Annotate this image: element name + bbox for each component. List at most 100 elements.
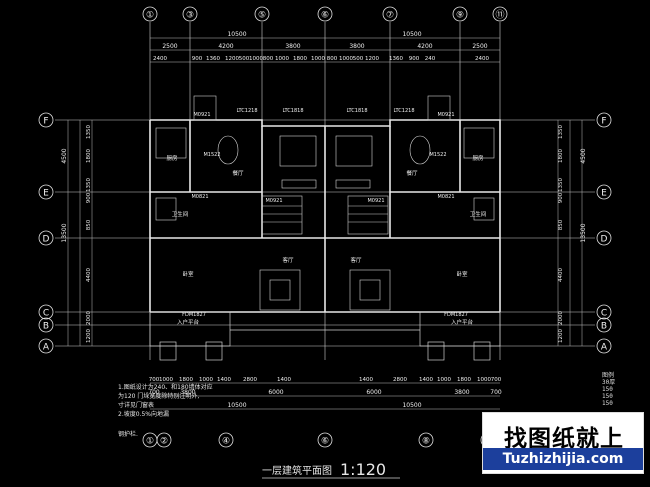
axis-bubble-right: E — [601, 189, 607, 199]
legend-item: 150 — [602, 393, 613, 400]
dim-bottom-row1: 1800 — [179, 377, 193, 383]
dim-top-row2: 3800 — [349, 43, 364, 50]
note-line: 2.坡度0.5%向地漏 — [118, 411, 169, 418]
dim-bottom-row1: 700 — [491, 377, 502, 383]
legend-item: 150 — [602, 400, 613, 407]
dim-top-row3: 1000 — [249, 56, 263, 62]
stairs — [193, 95, 451, 235]
dim-top-row3: 1000 — [311, 56, 325, 62]
axis-bubble-bottom: ① — [146, 437, 154, 447]
dim-top-row3: 1000 — [339, 56, 353, 62]
watermark-text: 找图纸就上 — [504, 426, 624, 452]
window-label: LTC1818 — [346, 108, 367, 114]
dim-right-outer: 13500 — [580, 223, 587, 242]
axis-bubble-bottom: ② — [160, 437, 168, 447]
dim-bottom-row1: 1400 — [359, 377, 373, 383]
axis-bubble-top-circle — [182, 6, 198, 22]
axis-bubble-top: ⑤ — [258, 11, 266, 21]
room-label-living: 客厅 — [350, 256, 362, 264]
window-label: LTC1818 — [282, 108, 303, 114]
dim-right-inner: 4400 — [558, 268, 564, 282]
axis-bubble-right: C — [601, 309, 607, 319]
dim-top-row3: 1200 — [365, 56, 379, 62]
dim-bottom-row1: 2800 — [393, 377, 407, 383]
dim-left-outer: 13500 — [61, 223, 68, 242]
axis-bubble-bottom-circle — [317, 432, 333, 448]
axis-bubble-bottom-circle — [156, 432, 172, 448]
axis-bubble-top-circle — [452, 6, 468, 22]
dim-top-row2: 3800 — [285, 43, 300, 50]
room-labels: 厨房厨房餐厅餐厅卫生间卫生间客厅客厅卧室卧室入户平台入户平台 — [166, 154, 486, 326]
dim-bottom-overall: 10500 — [227, 402, 246, 409]
dim-top-row3: 1000 — [275, 56, 289, 62]
dim-bottom-row1: 1800 — [457, 377, 471, 383]
axis-bubble-bottom-circle — [218, 432, 234, 448]
legend-title: 图例 — [602, 372, 615, 379]
dim-top-row3: 500 — [353, 56, 364, 62]
window-label: LTC1218 — [236, 108, 257, 114]
dim-top-row3: 900 — [192, 56, 203, 62]
axis-bubble-left-circle — [38, 338, 54, 354]
room-label-bath: 卫生间 — [470, 210, 487, 218]
window-label: M0921 — [265, 198, 282, 204]
dim-right-inner: 900 — [558, 192, 564, 203]
note-line: 寸详见门窗表 — [118, 402, 155, 409]
dim-top-row3: 1800 — [293, 56, 307, 62]
axis-bubble-left-circle — [38, 184, 54, 200]
dim-top-row2: 2500 — [162, 43, 177, 50]
axis-bubble-left-circle — [38, 304, 54, 320]
general-notes: 1.图纸设计为240、和180墙体对应 为120 门垛宽度除特别注明外, 寸详见… — [118, 383, 268, 419]
axis-bubble-top-circle — [492, 6, 508, 22]
axis-bubble-top: ⑪ — [495, 10, 504, 21]
note-line: 为120 门垛宽度除特别注明外, — [118, 393, 200, 400]
dim-right-outer: 4500 — [580, 148, 587, 163]
dim-bottom-row1: 1400 — [217, 377, 231, 383]
dim-bottom-row2: 6000 — [366, 389, 381, 396]
dim-left-outer: 4500 — [61, 148, 68, 163]
room-label-entrance: 入户平台 — [451, 318, 474, 326]
legend-item: 30厚 — [602, 379, 616, 386]
dim-top-row3: 800 — [327, 56, 338, 62]
axis-bubble-right-circle — [596, 184, 612, 200]
dim-right-inner: 1200 — [558, 329, 564, 343]
dim-bottom-row2: 3800 — [180, 389, 195, 396]
axis-bubble-left-circle — [38, 230, 54, 246]
axis-bubble-right: D — [601, 235, 608, 245]
notes-extra: 钢护栏. — [118, 430, 138, 438]
room-label-kitchen: 厨房 — [472, 154, 484, 162]
axis-bubble-top: ⑥ — [321, 11, 329, 21]
dim-bottom-row1: 2800 — [243, 377, 257, 383]
axis-bubble-right-circle — [596, 338, 612, 354]
dim-right-inner: 1800 — [558, 149, 564, 163]
dimension-lines — [67, 37, 583, 410]
dim-bottom-row1: 700 — [149, 377, 160, 383]
window-label: M0921 — [367, 198, 384, 204]
window-label: M1522 — [429, 152, 446, 158]
dim-bottom-row1: 1400 — [277, 377, 291, 383]
dim-right-inner: 850 — [558, 219, 564, 230]
axis-bubble-top: ⑦ — [386, 11, 394, 21]
axis-bubble-left: F — [43, 117, 48, 127]
dim-top-row2: 4200 — [417, 43, 432, 50]
exterior-walls — [149, 119, 501, 313]
axis-bubble-right-circle — [596, 112, 612, 128]
dim-top-overall: 10500 — [402, 31, 421, 38]
dim-left-inner: 1200 — [86, 329, 92, 343]
dim-right-inner: 1350 — [558, 125, 564, 139]
axis-bubble-left-circle — [38, 317, 54, 333]
dim-bottom-row1: 1000 — [159, 377, 173, 383]
axis-bubble-right: A — [601, 343, 608, 353]
dim-bottom-row2: 700 — [148, 389, 160, 396]
drawing-scale: 1:120 — [340, 460, 386, 479]
dim-left-inner: 4400 — [86, 268, 92, 282]
dim-bottom-row1: 1400 — [419, 377, 433, 383]
dim-bottom-row2: 3800 — [454, 389, 469, 396]
dim-top-row3: 900 — [409, 56, 420, 62]
axis-bubble-bottom-circle — [418, 432, 434, 448]
axis-bubble-right-circle — [596, 317, 612, 333]
dim-left-inner: 850 — [86, 219, 92, 230]
legend-box: 图例 30厚 150 150 150 — [602, 372, 642, 407]
room-label-bedroom: 卧室 — [182, 270, 194, 278]
window-label: M0821 — [437, 194, 454, 200]
dim-top-row3: 240 — [425, 56, 436, 62]
